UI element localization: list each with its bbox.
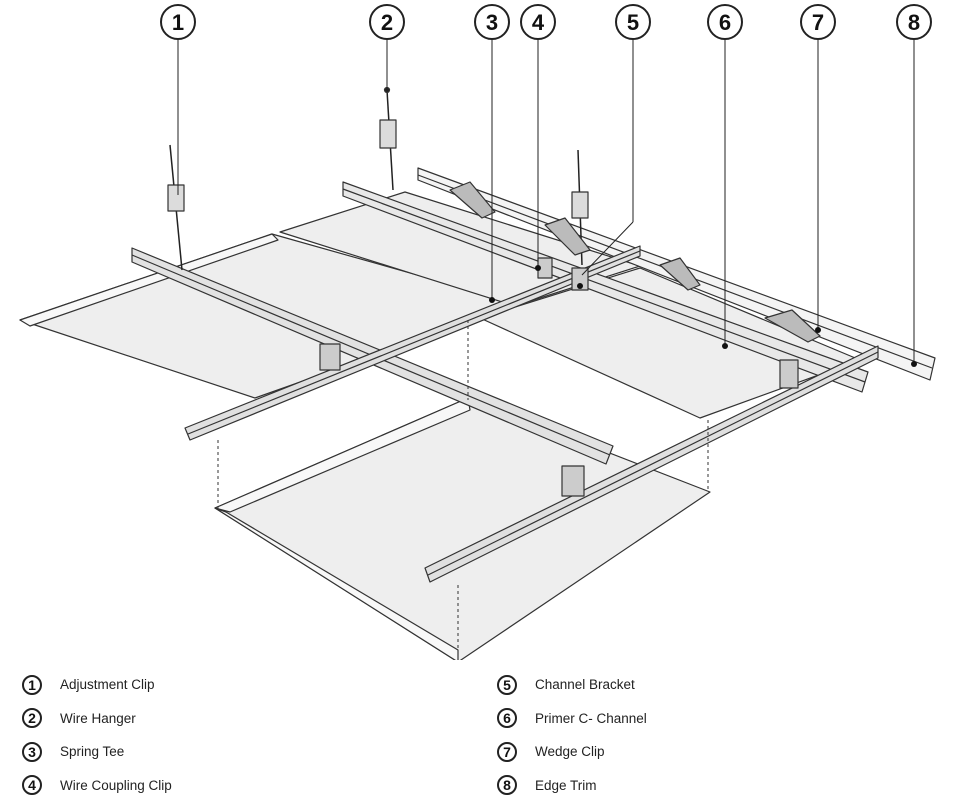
adjustment-clip (571, 191, 589, 219)
wire-coupling-clip (779, 359, 799, 389)
legend-item: 1 Adjustment Clip (22, 668, 442, 702)
primer-c-channel (342, 181, 869, 393)
callout-number: 1 (172, 10, 184, 35)
legend-label: Wire Coupling Clip (60, 777, 172, 793)
callout-badge: 4 (22, 775, 42, 796)
legend-right: 5 Channel Bracket 6 Primer C- Channel 7 … (497, 668, 917, 802)
legend-label: Wedge Clip (535, 744, 605, 760)
lowered-panel-edge (214, 507, 459, 660)
callout-7: 7 (800, 4, 836, 40)
callout-badge: 1 (22, 674, 42, 695)
callout-badge: 7 (497, 741, 517, 762)
legend-label: Primer C- Channel (535, 710, 647, 726)
callout-number: 5 (627, 10, 639, 35)
legend-item: 5 Channel Bracket (497, 668, 917, 702)
lowered-panel-rim (214, 397, 471, 513)
callout-badge: 2 (22, 708, 42, 729)
legend-left: 1 Adjustment Clip 2 Wire Hanger 3 Spring… (22, 668, 442, 802)
legend-item: 4 Wire Coupling Clip (22, 769, 442, 803)
ceiling-system-diagram: 1 2 3 4 5 6 7 8 (19, 4, 936, 660)
legend-label: Edge Trim (535, 777, 597, 793)
callout-badge: 8 (497, 775, 517, 796)
callout-number: 4 (532, 10, 545, 35)
callout-1: 1 (160, 4, 196, 40)
legend-label: Adjustment Clip (60, 677, 155, 693)
ceiling-panel-lowered (214, 397, 711, 660)
callout-4: 4 (520, 4, 556, 40)
wedge-clip (764, 309, 821, 343)
legend-item: 7 Wedge Clip (497, 735, 917, 769)
callout-number: 7 (812, 10, 824, 35)
legend-item: 3 Spring Tee (22, 735, 442, 769)
legend-label: Channel Bracket (535, 677, 635, 693)
callout-3: 3 (474, 4, 510, 40)
legend-label: Wire Hanger (60, 710, 136, 726)
legend-label: Spring Tee (60, 744, 125, 760)
callout-number: 3 (486, 10, 498, 35)
wire-coupling-clip (561, 465, 585, 497)
callout-badge: 5 (497, 674, 517, 695)
panel-rim (19, 233, 279, 327)
callout-2: 2 (369, 4, 405, 40)
callout-number: 8 (908, 10, 920, 35)
adjustment-clip (379, 119, 397, 149)
callout-number: 6 (719, 10, 731, 35)
wedge-clip (449, 181, 496, 219)
callout-number: 2 (381, 10, 393, 35)
callout-5: 5 (615, 4, 651, 40)
callout-8: 8 (896, 4, 932, 40)
legend-item: 2 Wire Hanger (22, 702, 442, 736)
wedge-clip (544, 217, 591, 256)
adjustment-clip (167, 184, 185, 212)
callout-badge: 3 (22, 741, 42, 762)
legend-item: 8 Edge Trim (497, 769, 917, 803)
legend-item: 6 Primer C- Channel (497, 702, 917, 736)
wire-coupling-clip (319, 343, 341, 371)
callout-6: 6 (707, 4, 743, 40)
wedge-clip (659, 257, 701, 291)
callout-badge: 6 (497, 708, 517, 729)
